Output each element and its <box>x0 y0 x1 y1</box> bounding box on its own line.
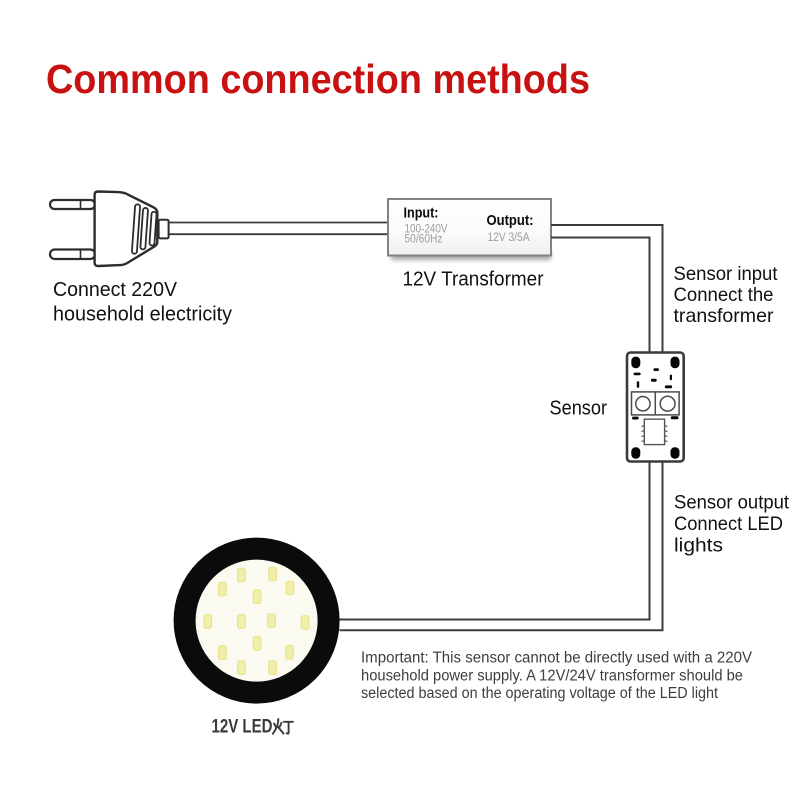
svg-text:Output:: Output: <box>487 212 534 229</box>
svg-text:Sensor input: Sensor input <box>674 263 779 285</box>
svg-text:Input:: Input: <box>404 204 439 221</box>
svg-text:12V Transformer: 12V Transformer <box>403 268 544 291</box>
svg-text:household electricity: household electricity <box>53 304 232 326</box>
svg-text:12V 3/5A: 12V 3/5A <box>488 230 530 244</box>
svg-text:Sensor: Sensor <box>550 398 608 420</box>
svg-text:12V LED: 12V LED <box>212 716 273 738</box>
svg-text:Connect the: Connect the <box>674 284 774 306</box>
svg-text:Common connection methods: Common connection methods <box>46 56 590 102</box>
svg-text:lights: lights <box>674 535 723 557</box>
svg-text:selected based on the operatin: selected based on the operating voltage … <box>361 685 719 702</box>
svg-text:Connect 220V: Connect 220V <box>53 279 178 301</box>
svg-text:Important: This sensor cannot: Important: This sensor cannot be directl… <box>361 650 753 667</box>
svg-text:Sensor output: Sensor output <box>674 492 790 514</box>
svg-text:50/60Hz: 50/60Hz <box>405 233 443 245</box>
svg-text:Connect LED: Connect LED <box>674 513 783 535</box>
svg-text:household power supply. A 12V/: household power supply. A 12V/24V transf… <box>361 667 743 684</box>
svg-text:100-240V: 100-240V <box>405 224 448 236</box>
svg-text:transformer: transformer <box>674 305 774 327</box>
